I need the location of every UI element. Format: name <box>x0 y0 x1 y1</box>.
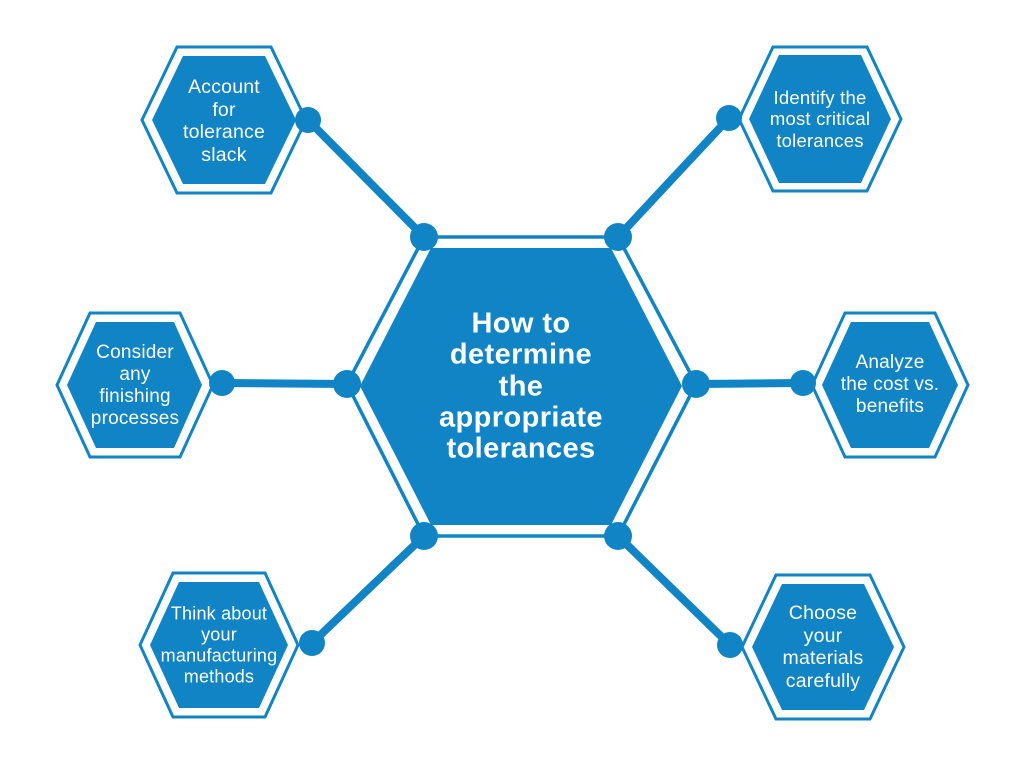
hexagon-center <box>345 235 698 538</box>
hexagon-center-fill <box>360 248 682 525</box>
connector-dot <box>604 223 632 251</box>
satellite-connector-dots <box>209 105 816 658</box>
connector-dot <box>716 105 742 131</box>
center-connector-dots <box>333 223 710 550</box>
hexagon-middle-right <box>810 311 970 459</box>
hexagon-top-left-fill <box>152 56 296 184</box>
connector-dot <box>209 370 235 396</box>
connector-lines <box>221 115 804 648</box>
connector-dot <box>717 632 743 658</box>
connector-line-bottom-right <box>615 533 733 648</box>
hexagon-top-right <box>737 45 903 193</box>
hexagon-middle-left-fill <box>67 322 202 448</box>
connector-dot <box>410 522 438 550</box>
connector-dot <box>790 370 816 396</box>
connector-line-bottom-left <box>309 533 427 646</box>
hexagon-top-right-fill <box>749 55 891 183</box>
hexagon-bottom-right <box>740 573 906 721</box>
hexagon-bottom-left-fill <box>150 582 288 708</box>
connector-line-top-right <box>615 115 732 240</box>
connector-line-middle-right <box>695 379 804 388</box>
connector-line-middle-left <box>221 379 348 388</box>
hexagon-middle-right-fill <box>822 322 958 448</box>
connector-dot <box>410 223 438 251</box>
connector-dot <box>295 107 321 133</box>
connector-line-top-left <box>305 117 427 240</box>
connector-dot <box>299 630 325 656</box>
hexagon-bottom-left <box>138 571 300 719</box>
connector-dot <box>682 370 710 398</box>
connector-dot <box>333 370 361 398</box>
hexagon-top-left <box>140 45 308 195</box>
connector-dot <box>604 522 632 550</box>
hexagon-middle-left <box>55 311 215 459</box>
hexagon-bottom-right-fill <box>752 584 894 710</box>
